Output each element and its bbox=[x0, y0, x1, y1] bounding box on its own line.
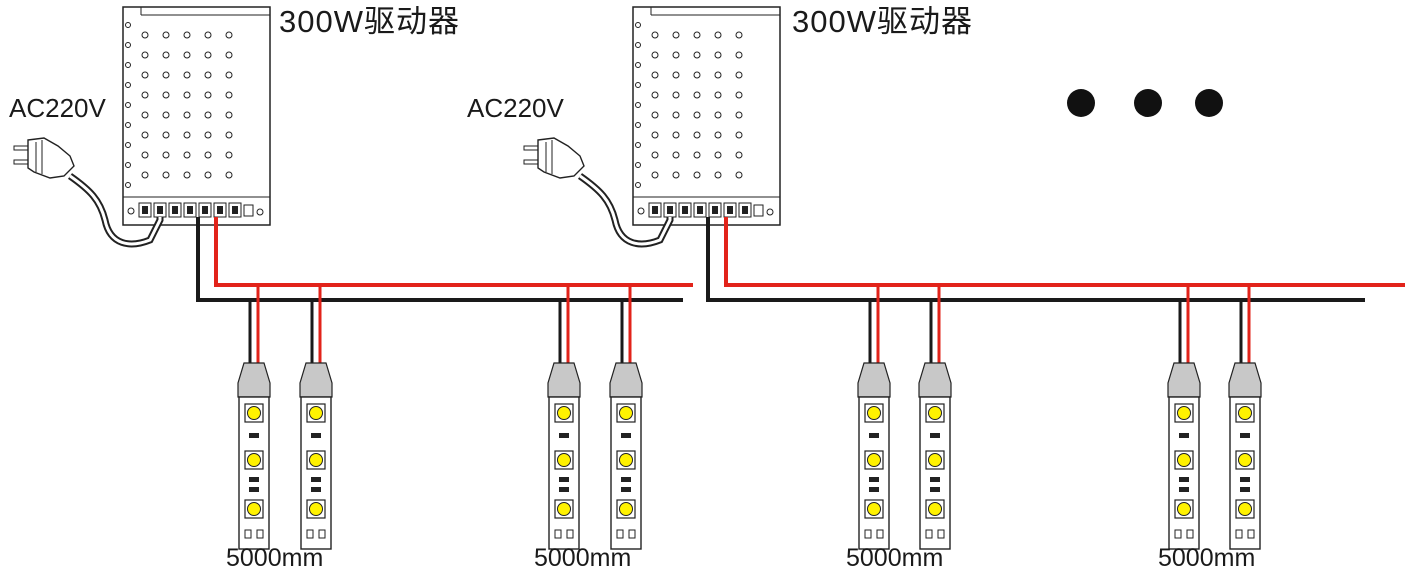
strip-pair-1-length: 5000mm bbox=[226, 544, 324, 572]
driver-2-input-label: AC220V bbox=[467, 93, 564, 123]
power-plug-icon bbox=[13, 137, 164, 248]
driver-2 bbox=[632, 6, 781, 226]
led-strip-3 bbox=[547, 285, 581, 550]
ellipsis-icon bbox=[1067, 89, 1223, 117]
driver-1-label: 300W驱动器 bbox=[279, 4, 460, 39]
driver-2-label: 300W驱动器 bbox=[792, 4, 973, 39]
led-strip-7 bbox=[1167, 285, 1201, 550]
strip-pair-3-length: 5000mm bbox=[846, 544, 944, 572]
driver-1-input-label: AC220V bbox=[9, 93, 106, 123]
strip-pair-4-length: 5000mm bbox=[1158, 544, 1256, 572]
led-strip-4 bbox=[609, 285, 643, 550]
output-wires-1 bbox=[196, 217, 693, 302]
led-strip-1 bbox=[237, 285, 271, 550]
driver-1 bbox=[122, 6, 271, 226]
led-strip-6 bbox=[918, 285, 952, 550]
led-strip-8 bbox=[1228, 285, 1262, 550]
strip-pair-2-length: 5000mm bbox=[534, 544, 632, 572]
led-strip-5 bbox=[857, 285, 891, 550]
output-wires-2 bbox=[706, 217, 1405, 302]
led-strip-2 bbox=[299, 285, 333, 550]
power-plug-icon bbox=[523, 137, 674, 248]
